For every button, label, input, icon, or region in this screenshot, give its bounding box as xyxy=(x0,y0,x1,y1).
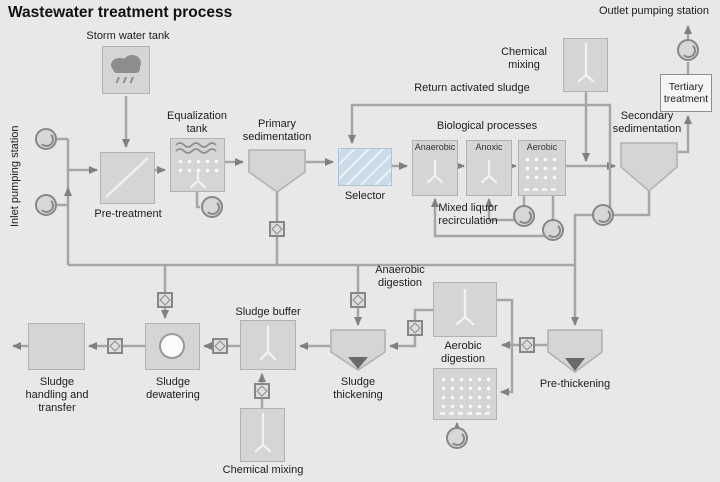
pre-thickening-tank xyxy=(547,329,603,373)
inlet-pump-1-icon xyxy=(35,128,57,150)
buffer-outlet-valve-icon xyxy=(212,338,228,354)
sludge-handling-label: Sludge handling and transfer xyxy=(25,376,89,415)
recirculation-pump-1-icon xyxy=(513,205,535,227)
anaerobic-digestion-tank xyxy=(433,282,497,337)
aerobic-zone: Aerobic xyxy=(518,140,566,196)
ras-pump-icon xyxy=(592,204,614,226)
primary-sedimentation-tank xyxy=(248,149,306,193)
diffuser-icon xyxy=(440,412,490,415)
wave-lines-icon xyxy=(174,142,217,154)
aerobic-digestion-label: Aerobic digestion xyxy=(440,340,486,366)
equalization-pump-icon xyxy=(201,196,223,218)
storm-water-tank-label: Storm water tank xyxy=(86,30,170,42)
digestion-valve-icon xyxy=(407,320,423,336)
outlet-pumping-station-label: Outlet pumping station xyxy=(598,5,710,17)
chemical-dosing-valve-icon xyxy=(254,383,270,399)
thickening-feed-valve-icon xyxy=(350,292,366,308)
primary-sedimentation-label: Primary sedimentation xyxy=(242,118,312,144)
selector-label: Selector xyxy=(344,190,386,202)
storm-water-tank xyxy=(102,46,150,94)
aerobic-digestion-tank xyxy=(433,368,497,420)
digestion-aeration-pump-icon xyxy=(446,427,468,449)
chemical-mixing-bottom-tank xyxy=(240,408,285,462)
sludge-buffer-tank xyxy=(240,320,296,370)
bubbles-texture xyxy=(439,375,491,409)
chemical-mixing-top-tank xyxy=(563,38,608,92)
outlet-pump-icon xyxy=(677,39,699,61)
equalization-tank xyxy=(170,138,225,192)
sludge-dewatering-label: Sludge dewatering xyxy=(146,376,200,402)
mixer-icon xyxy=(259,326,277,361)
sludge-handling-unit xyxy=(28,323,85,370)
inlet-pumping-station-label: Inlet pumping station xyxy=(8,125,21,227)
dewatering-feed-valve-icon xyxy=(157,292,173,308)
mixed-liquor-recirculation-label: Mixed liquor recirculation xyxy=(438,202,498,228)
aerobic-zone-label: Aerobic xyxy=(526,142,558,152)
secondary-sedimentation-tank xyxy=(620,142,678,193)
pre-treatment-unit xyxy=(100,152,155,204)
anaerobic-digestion-label: Anaerobic digestion xyxy=(375,264,425,290)
diagonal-screen-icon xyxy=(105,157,149,198)
bubbles-texture xyxy=(176,157,220,175)
anoxic-zone: Anoxic xyxy=(466,140,512,196)
sludge-thickening-tank xyxy=(330,329,386,371)
anoxic-zone-label: Anoxic xyxy=(475,142,503,152)
inlet-pump-2-icon xyxy=(35,194,57,216)
chemical-mixing-bottom-label: Chemical mixing xyxy=(222,464,304,476)
primary-sludge-valve-icon xyxy=(269,221,285,237)
tertiary-treatment-label: Tertiary treatment xyxy=(663,80,709,105)
centrifuge-icon xyxy=(159,333,185,359)
mixer-icon xyxy=(480,160,498,184)
sludge-dewatering-unit xyxy=(145,323,200,370)
handling-valve-icon xyxy=(107,338,123,354)
sludge-buffer-label: Sludge buffer xyxy=(235,306,301,318)
pre-treatment-label: Pre-treatment xyxy=(94,208,162,220)
secondary-sedimentation-label: Secondary sedimentation xyxy=(612,110,682,136)
tertiary-treatment-unit: Tertiary treatment xyxy=(660,74,712,112)
biological-processes-label: Biological processes xyxy=(436,120,538,132)
selector-tank xyxy=(338,148,392,186)
equalization-tank-label: Equalization tank xyxy=(167,110,227,136)
recirculation-pump-2-icon xyxy=(542,219,564,241)
bubbles-texture xyxy=(523,155,560,185)
sludge-thickening-label: Sludge thickening xyxy=(333,376,383,402)
return-activated-sludge-label: Return activated sludge xyxy=(414,82,530,94)
anaerobic-zone: Anaerobic xyxy=(412,140,458,196)
mixer-icon xyxy=(426,160,444,184)
anaerobic-zone-label: Anaerobic xyxy=(414,142,456,152)
mixer-icon xyxy=(455,289,475,326)
pre-thickening-valve-icon xyxy=(519,337,535,353)
chemical-mixing-top-label: Chemical mixing xyxy=(501,46,547,72)
mixer-icon xyxy=(254,413,271,453)
pre-thickening-label: Pre-thickening xyxy=(539,378,611,390)
mixer-icon xyxy=(577,43,594,83)
diffuser-icon xyxy=(524,188,559,191)
page-title: Wastewater treatment process xyxy=(8,4,233,21)
rain-cloud-icon xyxy=(111,55,141,84)
